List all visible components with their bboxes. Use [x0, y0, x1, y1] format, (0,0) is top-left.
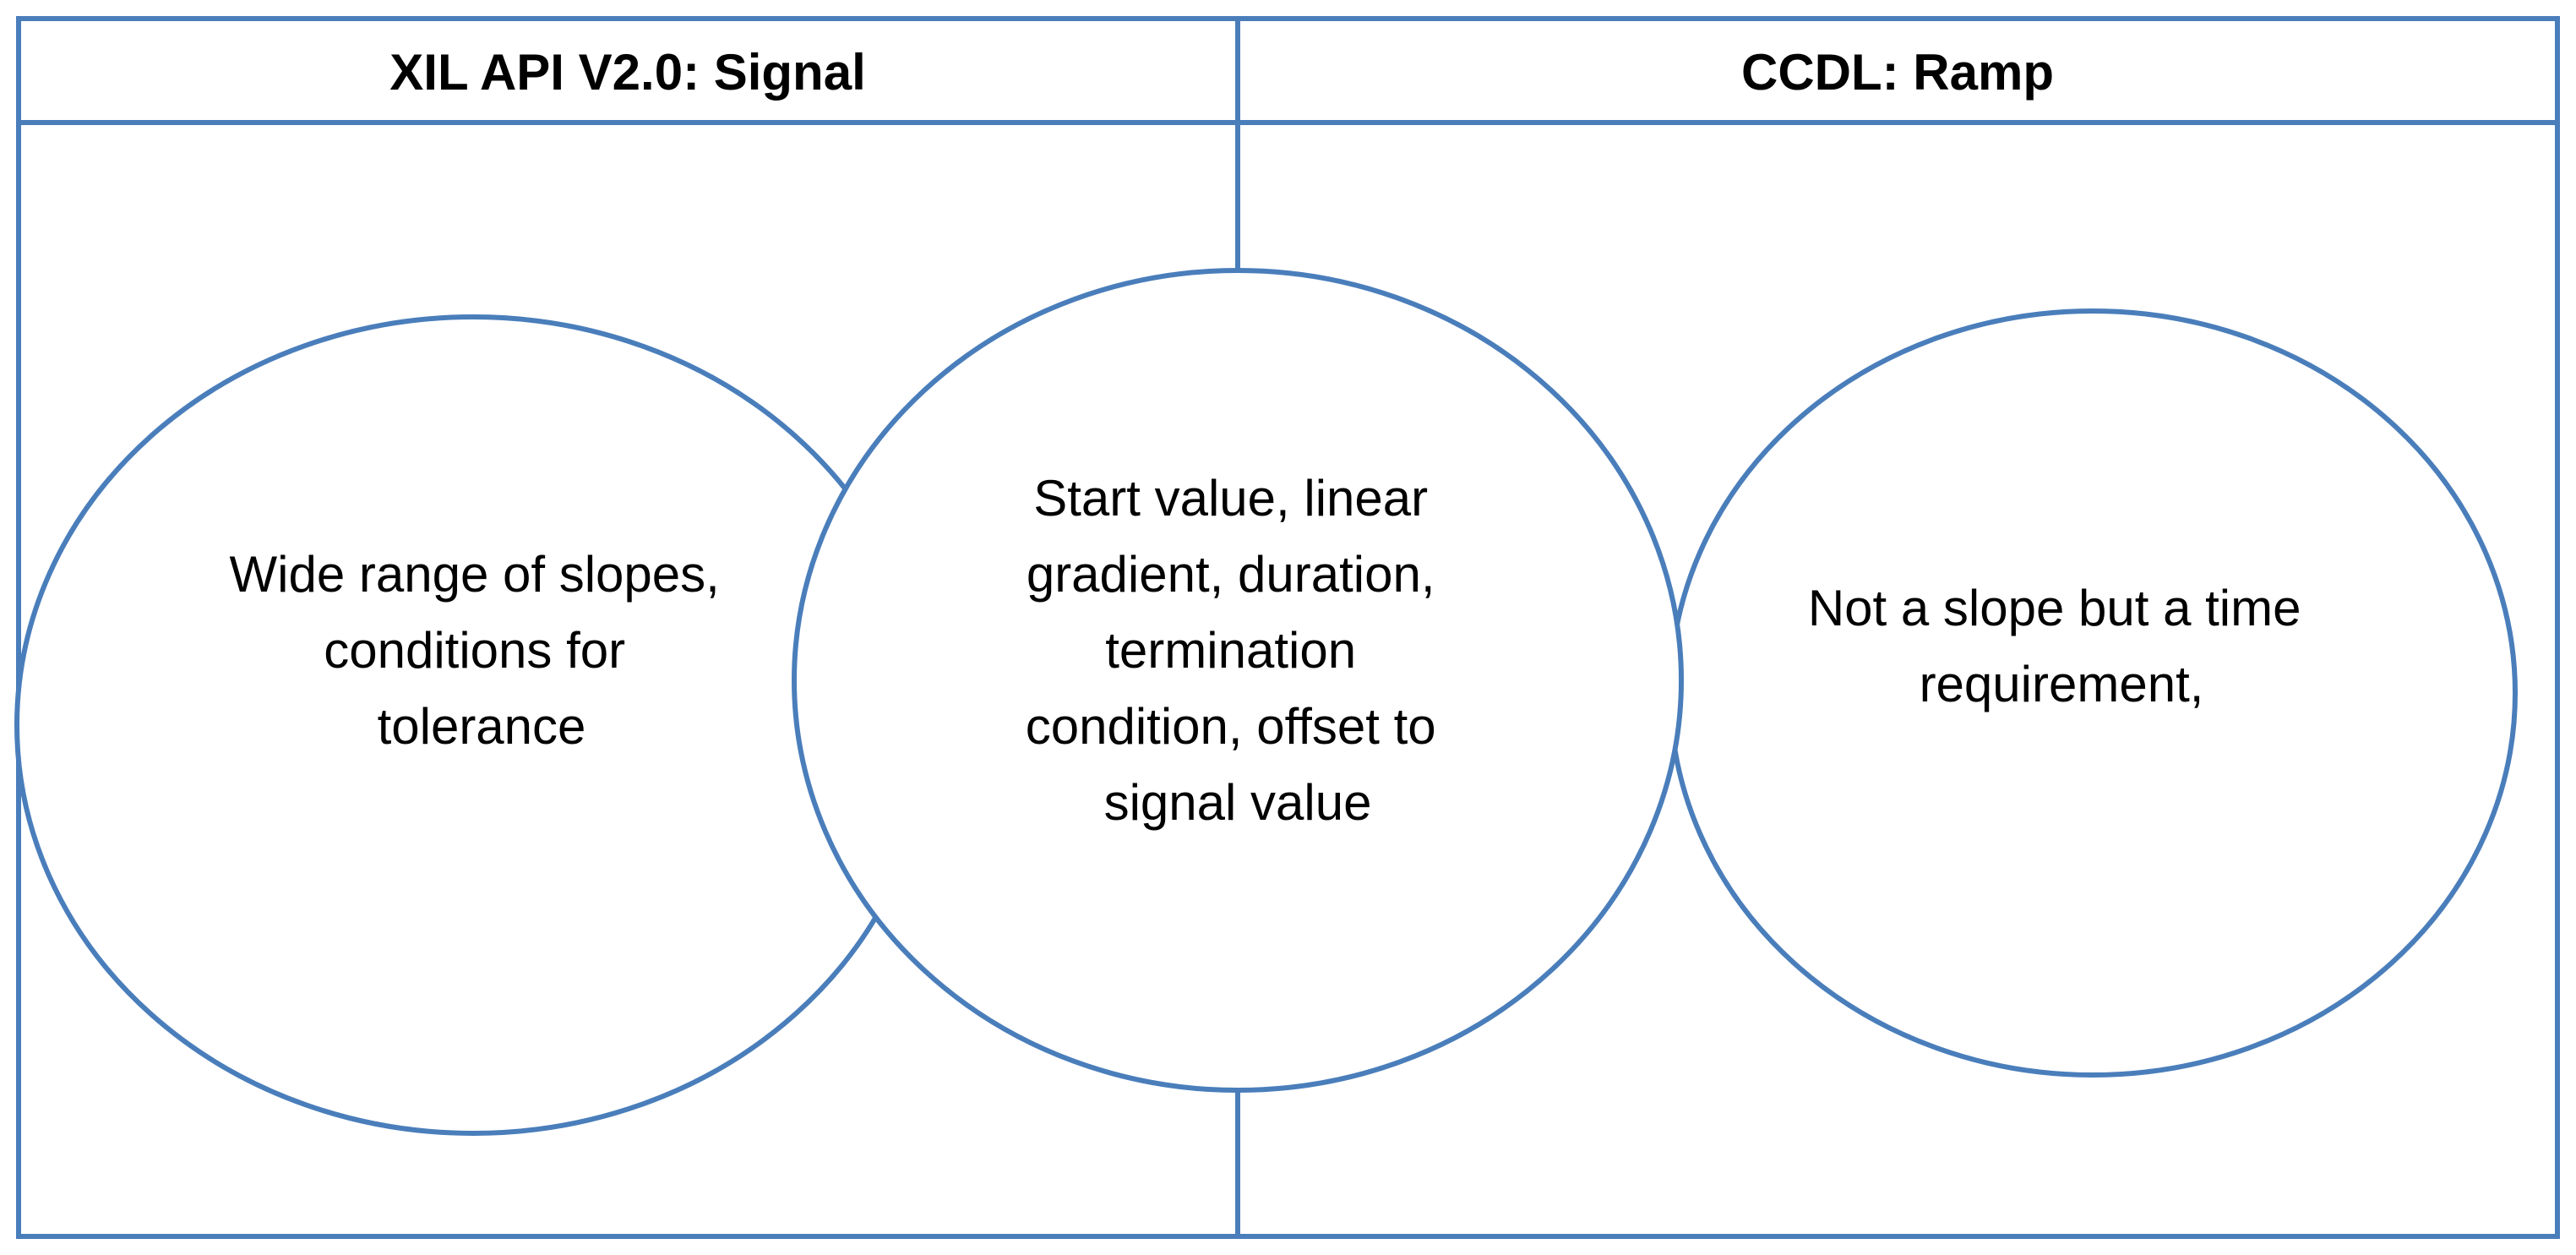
left-ellipse-text: Wide range of slopes, conditions for tol…	[230, 546, 734, 755]
middle-ellipse-text: Start value, linear gradient, duration, …	[1026, 470, 1451, 831]
middle-text-line: termination	[1105, 622, 1356, 679]
middle-text-line: condition, offset to	[1026, 698, 1436, 755]
left-text-line: Wide range of slopes,	[230, 546, 720, 603]
middle-ellipse	[792, 268, 1684, 1093]
middle-text-line: signal value	[1104, 774, 1372, 831]
left-column-header: XIL API V2.0: Signal	[389, 44, 866, 101]
right-column-header: CCDL: Ramp	[1741, 44, 2054, 101]
left-text-line: tolerance	[378, 698, 586, 755]
middle-text-line: Start value, linear	[1033, 470, 1428, 527]
right-text-line: requirement,	[1920, 656, 2204, 712]
middle-text-line: gradient, duration,	[1027, 546, 1435, 603]
right-text-line: Not a slope but a time	[1808, 580, 2301, 636]
right-ellipse-text: Not a slope but a time requirement,	[1808, 580, 2315, 712]
left-text-line: conditions for	[324, 622, 625, 679]
